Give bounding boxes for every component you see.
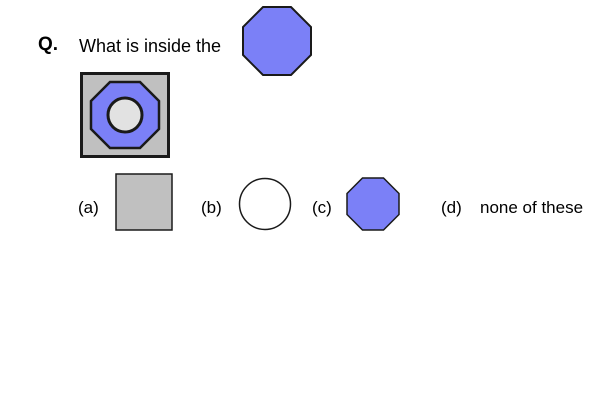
- question-marker: Q.: [38, 34, 59, 55]
- composite-figure: [80, 72, 170, 158]
- question-octagon-icon: [242, 6, 312, 76]
- question-text: What is inside the: [79, 36, 222, 56]
- octagon-shape: [242, 6, 312, 76]
- option-d-text[interactable]: none of these: [480, 198, 584, 217]
- option-a-label[interactable]: (a): [78, 198, 99, 217]
- octagon-shape: [346, 177, 400, 231]
- option-a-square-icon[interactable]: [115, 173, 173, 231]
- option-b-circle-icon[interactable]: [238, 177, 292, 231]
- circle-shape: [238, 177, 292, 231]
- option-b-label[interactable]: (b): [201, 198, 222, 217]
- option-d-label[interactable]: (d): [441, 198, 462, 217]
- option-c-label[interactable]: (c): [312, 198, 332, 217]
- square-shape: [115, 173, 173, 231]
- center-circle-icon: [106, 96, 144, 134]
- option-c-octagon-icon[interactable]: [346, 177, 400, 231]
